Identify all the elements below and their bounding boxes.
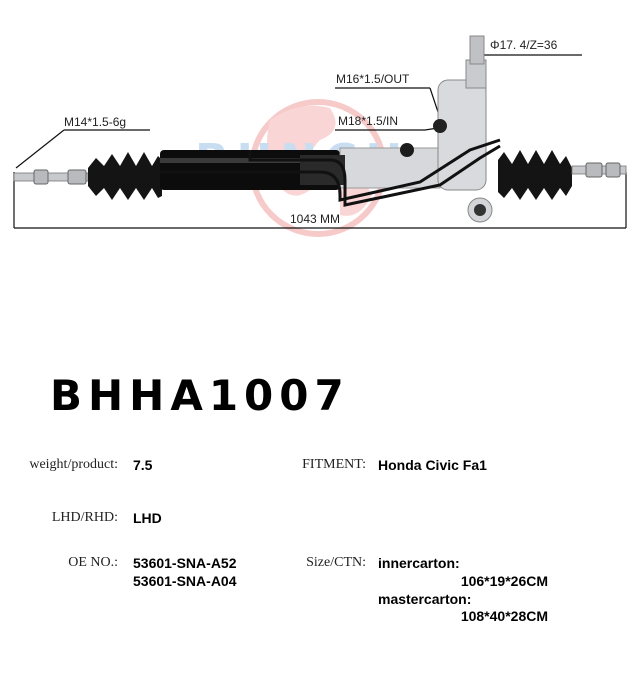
rack-housing xyxy=(160,147,441,190)
inner-carton-label: innercarton: xyxy=(378,555,460,571)
oe-number-label: OE NO.: xyxy=(68,555,118,570)
master-carton-label: mastercarton: xyxy=(378,591,472,607)
fitment-label: FITMENT: xyxy=(302,457,366,472)
overall-length-label: 1043 MM xyxy=(290,212,341,226)
left-thread-label: M14*1.5-6g xyxy=(64,115,127,129)
lhd-rhd-label: LHD/RHD: xyxy=(51,510,118,525)
pinion-spec-label: Φ17. 4/Z=36 xyxy=(490,38,558,52)
master-carton-value: 108*40*28CM xyxy=(460,608,548,624)
fitment-value: Honda Civic Fa1 xyxy=(378,457,487,473)
right-boot xyxy=(498,150,572,200)
model-number: BHHA1007 xyxy=(50,371,350,420)
out-port-label: M16*1.5/OUT xyxy=(336,72,410,86)
weight-label: weight/product: xyxy=(29,457,118,472)
hydraulic-lines xyxy=(160,138,501,207)
size-ctn-label: Size/CTN: xyxy=(306,555,366,570)
right-tie-rod xyxy=(571,162,627,178)
lhd-rhd-value: LHD xyxy=(133,510,162,526)
left-tie-rod xyxy=(13,169,89,185)
oe-number-2: 53601-SNA-A04 xyxy=(133,573,237,589)
steering-rack-illustration: BUNCH xyxy=(13,35,627,237)
pinion-valve xyxy=(400,35,493,223)
weight-value: 7.5 xyxy=(133,457,153,473)
inner-carton-value: 106*19*26CM xyxy=(460,573,548,589)
left-boot xyxy=(88,152,162,200)
oe-number-1: 53601-SNA-A52 xyxy=(133,555,237,571)
in-port-label: M18*1.5/IN xyxy=(338,114,399,128)
